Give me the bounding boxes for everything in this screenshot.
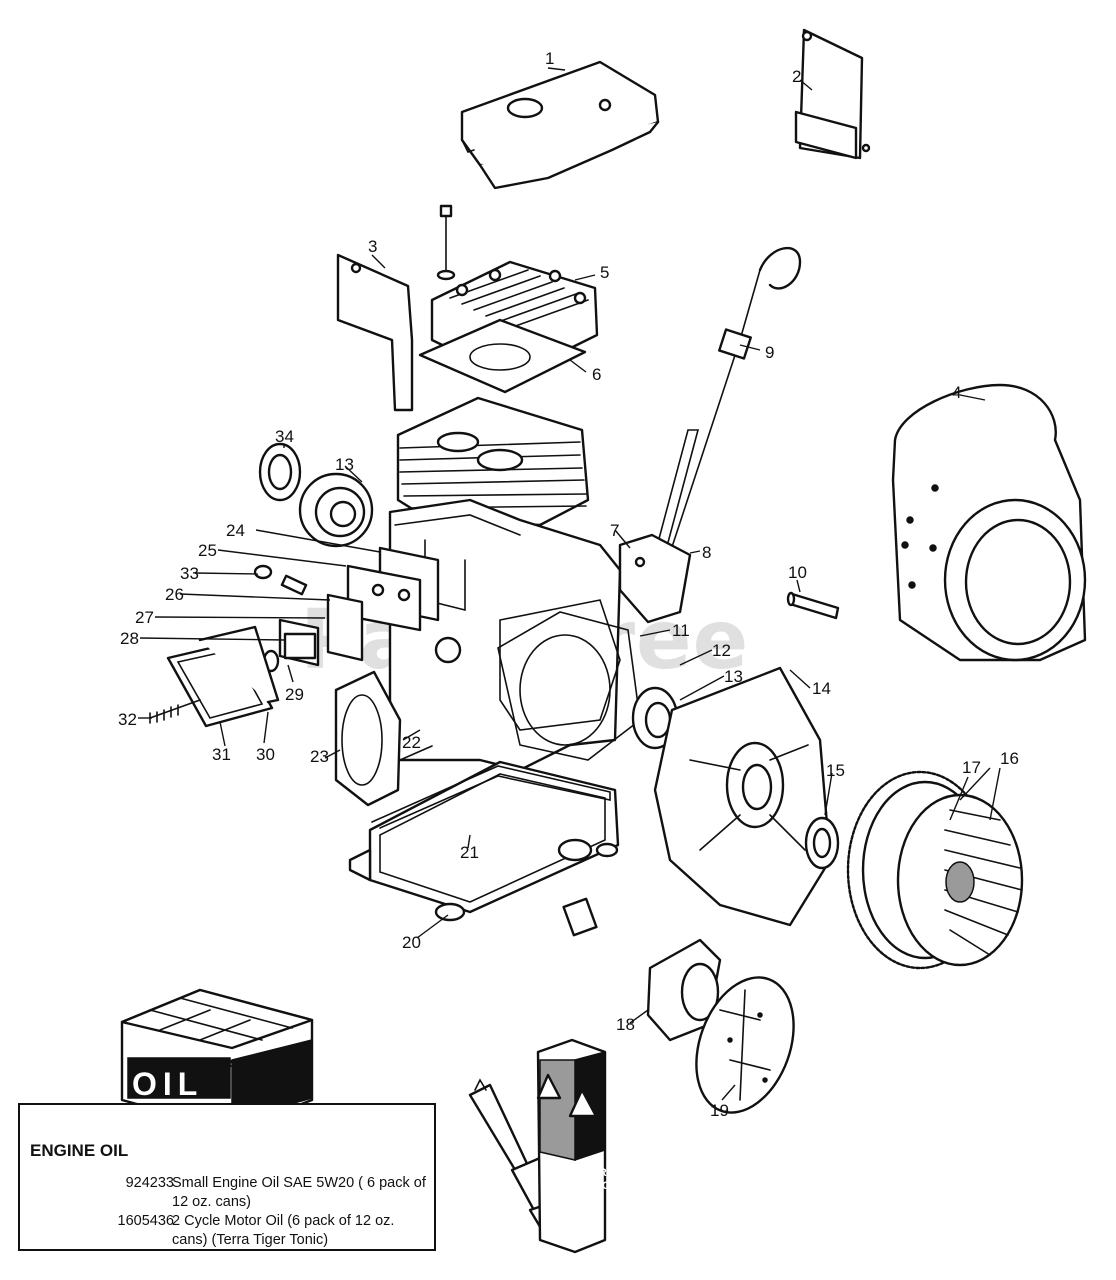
engine-oil-part-number: 924233 bbox=[125, 1175, 174, 1191]
part-4-blower-housing bbox=[891, 383, 1087, 662]
part-18-hub bbox=[646, 938, 722, 1042]
callout-13b: 13 bbox=[724, 667, 743, 686]
part-1-top-shroud bbox=[460, 60, 660, 190]
callout-16: 16 bbox=[1000, 749, 1019, 768]
callout-3: 3 bbox=[368, 237, 377, 256]
callout-27: 27 bbox=[135, 608, 154, 627]
callout-numbers: 1 2 3 4 5 6 7 8 9 10 11 12 13 13 14 15 1… bbox=[118, 49, 1019, 1120]
callout-20: 20 bbox=[402, 933, 421, 952]
callout-5: 5 bbox=[600, 263, 609, 282]
callout-8: 8 bbox=[702, 543, 711, 562]
callout-13a: 13 bbox=[335, 455, 354, 474]
part-21-pan-gasket bbox=[371, 765, 611, 862]
spark-box-label-2: PLUG bbox=[580, 1180, 611, 1192]
part-16-17-flywheel bbox=[846, 770, 1024, 970]
callout-4: 4 bbox=[952, 383, 961, 402]
callout-18: 18 bbox=[616, 1015, 635, 1034]
engine-oil-part-number: 1605436 bbox=[117, 1213, 174, 1229]
part-3-bracket-plate bbox=[336, 204, 456, 412]
callout-24: 24 bbox=[226, 521, 245, 540]
oil-can-label: OIL bbox=[132, 1066, 203, 1102]
part-10-pin bbox=[786, 591, 840, 620]
callout-7: 7 bbox=[610, 521, 619, 540]
callout-29: 29 bbox=[285, 685, 304, 704]
engine-block bbox=[388, 396, 622, 772]
callout-19: 19 bbox=[710, 1101, 729, 1120]
engine-oil-description: 2 Cycle Motor Oil (6 pack of 12 oz. cans… bbox=[172, 1213, 395, 1248]
part-6-head-gasket bbox=[418, 318, 587, 394]
callout-2: 2 bbox=[792, 67, 801, 86]
part-13-bearing-left bbox=[298, 472, 374, 548]
callout-11: 11 bbox=[672, 621, 690, 640]
callout-6: 6 bbox=[592, 365, 601, 384]
callout-23: 23 bbox=[310, 747, 329, 766]
callout-28: 28 bbox=[120, 629, 139, 648]
leader-lines bbox=[138, 67, 1001, 1101]
engine-oil-info-box: ENGINE OIL 924233 Small Engine Oil SAE 5… bbox=[18, 1103, 436, 1251]
callout-1: 1 bbox=[545, 49, 554, 68]
part-7-8-tube-bracket bbox=[618, 429, 700, 624]
callout-33: 33 bbox=[180, 564, 199, 583]
callout-10: 10 bbox=[788, 563, 807, 582]
callout-30: 30 bbox=[256, 745, 275, 764]
callout-25: 25 bbox=[198, 541, 217, 560]
engine-oil-heading: ENGINE OIL bbox=[30, 1141, 129, 1160]
part-15-seal bbox=[804, 816, 840, 870]
callout-15: 15 bbox=[826, 761, 845, 780]
spark-plug-box: SPARK PLUG bbox=[536, 1038, 615, 1254]
part-14-mounting-plate bbox=[653, 666, 832, 927]
part-19-disc bbox=[695, 976, 795, 1114]
part-34-seal bbox=[258, 442, 302, 502]
part-20-oil-pan bbox=[348, 760, 620, 937]
part-23-side-cover bbox=[334, 670, 433, 807]
oil-can-six-pack: ALLIS-CHALMERS OIL bbox=[120, 988, 314, 1132]
callout-34: 34 bbox=[275, 427, 294, 446]
engine-oil-description: Small Engine Oil SAE 5W20 ( 6 pack of 12… bbox=[172, 1175, 426, 1210]
part-2-baffle bbox=[794, 28, 871, 160]
callout-26: 26 bbox=[165, 585, 184, 604]
callout-17: 17 bbox=[962, 758, 981, 777]
parts-24-33-breather-assembly bbox=[149, 546, 440, 728]
spark-box-label-1: SPARK bbox=[577, 1167, 615, 1179]
callout-14: 14 bbox=[812, 679, 831, 698]
oil-can-brand: ALLIS-CHALMERS bbox=[142, 1058, 240, 1070]
callout-9: 9 bbox=[765, 343, 774, 362]
callout-12: 12 bbox=[712, 641, 731, 660]
part-9-dipstick bbox=[647, 246, 802, 621]
callout-22: 22 bbox=[402, 733, 421, 752]
callout-31: 31 bbox=[212, 745, 231, 764]
callout-32: 32 bbox=[118, 710, 137, 729]
callout-21: 21 bbox=[460, 843, 479, 862]
